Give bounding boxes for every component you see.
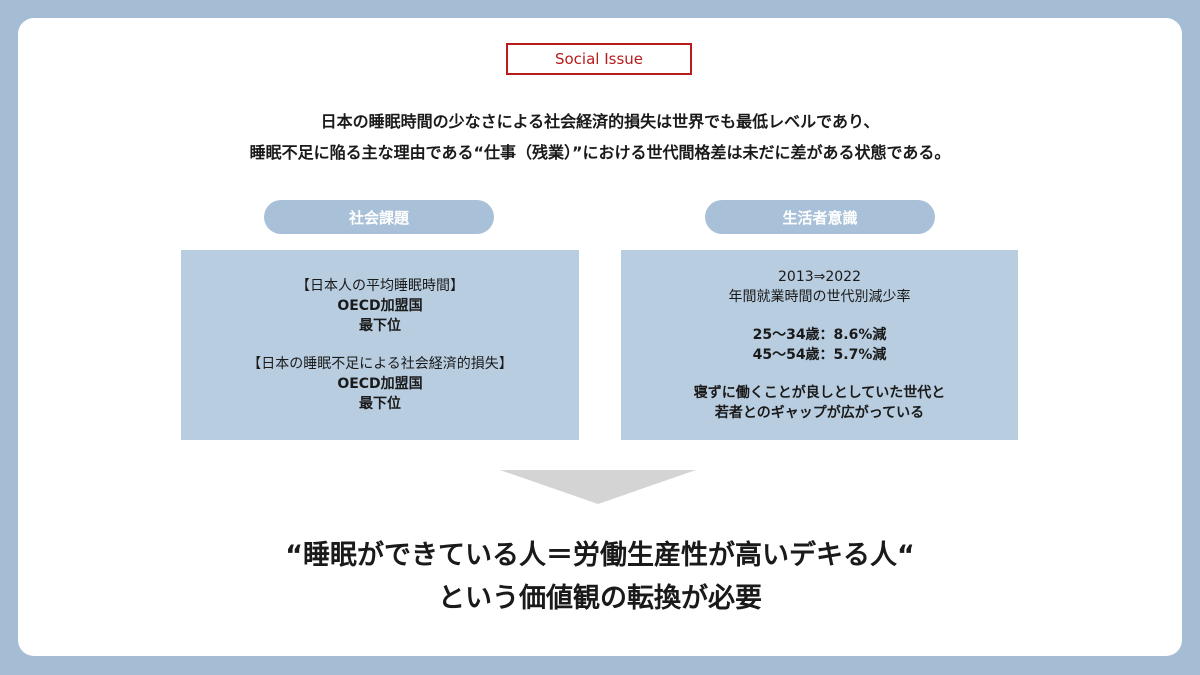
headline: 日本の睡眠時間の少なさによる社会経済的損失は世界でも最低レベルであり、 睡眠不足…: [18, 106, 1182, 168]
social-issue-pill: 社会課題: [264, 200, 494, 234]
stat-age-25-34: 25～34歳：8.6%減: [752, 327, 887, 343]
social-issue-box: 【日本人の平均睡眠時間】 OECD加盟国 最下位 【日本の睡眠不足による社会経済…: [181, 250, 579, 440]
metric-label: 年間就業時間の世代別減少率: [728, 289, 911, 305]
down-arrow-icon: [500, 470, 696, 504]
sleep-time-rank: 最下位: [359, 318, 401, 334]
conclusion: “睡眠ができている人＝労働生産性が高いデキる人“ という価値観の転換が必要: [18, 534, 1182, 620]
section-tag: Social Issue: [506, 43, 692, 75]
period-label: 2013⇒2022: [778, 269, 861, 285]
conclusion-line-2: という価値観の転換が必要: [438, 583, 762, 614]
gap-note-line-2: 若者とのギャップが広がっている: [714, 405, 925, 421]
economic-loss-title: 【日本の睡眠不足による社会経済的損失】: [247, 356, 513, 372]
sleep-time-title: 【日本人の平均睡眠時間】: [296, 278, 464, 294]
headline-line-1: 日本の睡眠時間の少なさによる社会経済的損失は世界でも最低レベルであり、: [320, 112, 880, 131]
gap-note-line-1: 寝ずに働くことが良しとしていた世代と: [693, 385, 946, 401]
conclusion-line-1: “睡眠ができている人＝労働生産性が高いデキる人“: [285, 540, 915, 571]
sleep-time-scope: OECD加盟国: [337, 298, 423, 314]
economic-loss-rank: 最下位: [359, 396, 401, 412]
consumer-awareness-pill: 生活者意識: [705, 200, 935, 234]
stat-age-45-54: 45～54歳：5.7%減: [752, 347, 887, 363]
slide: Social Issue 日本の睡眠時間の少なさによる社会経済的損失は世界でも最…: [18, 18, 1182, 656]
economic-loss-scope: OECD加盟国: [337, 376, 423, 392]
headline-line-2: 睡眠不足に陥る主な理由である“仕事（残業）”における世代間格差は未だに差がある状…: [249, 143, 951, 162]
consumer-awareness-box: 2013⇒2022 年間就業時間の世代別減少率 25～34歳：8.6%減 45～…: [621, 250, 1018, 440]
